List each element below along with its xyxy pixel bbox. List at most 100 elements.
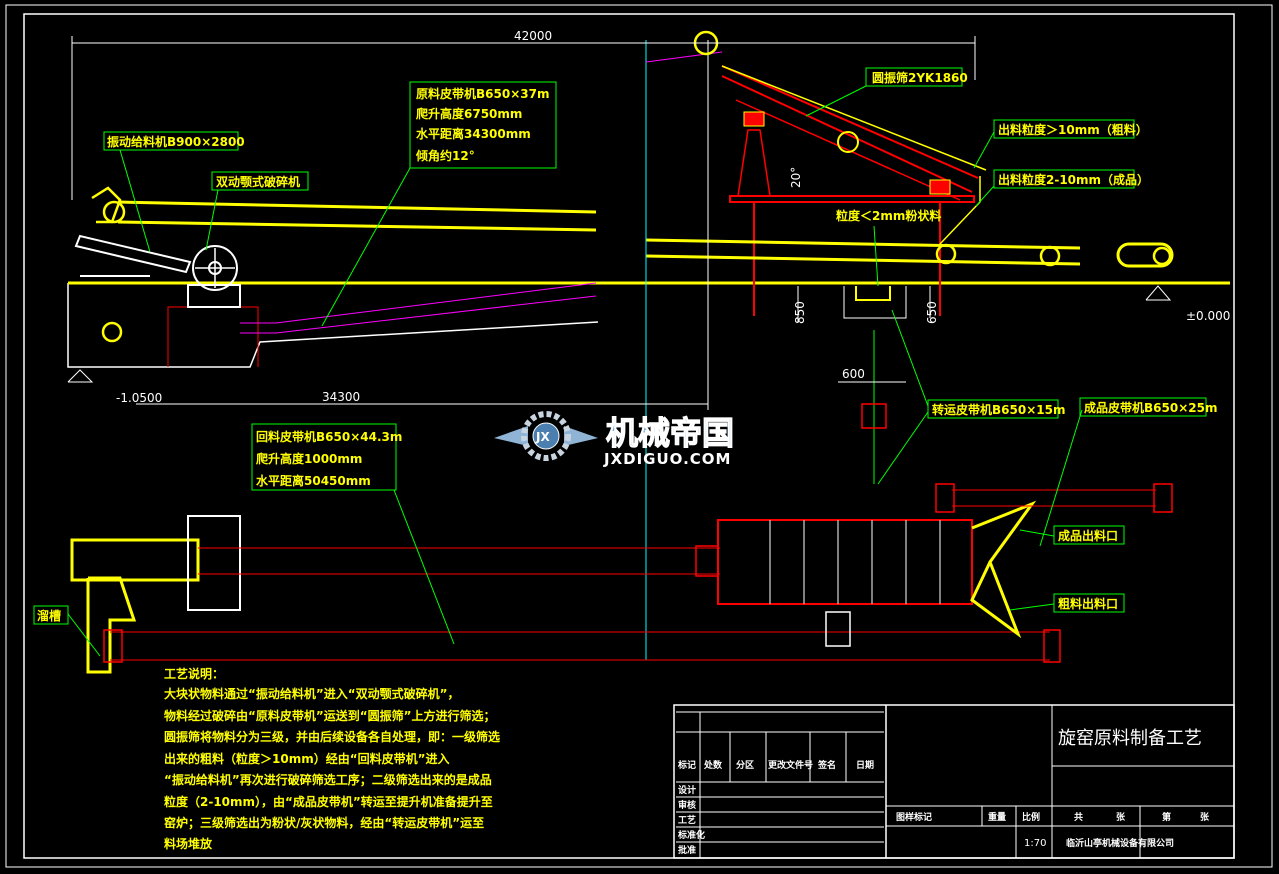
wing-icon [564,426,598,446]
screen-deck-3 [735,99,961,201]
level-mark-left [67,369,94,383]
notes-line-1: 大块状物料通过“振动给料机”进入“双动颚式破碎机”， [164,686,460,701]
notes-heading: 工艺说明： [164,666,224,681]
tb-header-5: 日期 [856,759,874,771]
tb-mid-2: 比例 [1022,811,1040,823]
watermark: JX 机械帝国 JXDIGUO.COM [494,411,735,468]
plan-product-box-2 [1153,483,1173,513]
tb-right-2: 第 [1162,811,1171,823]
leaders [67,85,1083,657]
tb-header-4: 签名 [817,759,836,771]
label-box-raw-belt [409,81,557,169]
plan-feed-box [695,545,719,577]
plan-outlets [970,500,1037,639]
tail-pulley [101,321,123,343]
level-text-zero: ±0.000 [1186,309,1230,323]
label-fines: 粒度＜2mm粉状料 [836,208,941,223]
notes-line-2: 物料经过破碎由“原料皮带机”运送到“圆振筛”上方进行筛选； [164,708,496,723]
wing-icon [494,426,528,446]
tb-mid-0: 图样标记 [896,811,932,823]
label-return-belt-2: 爬升高度1000mm [255,451,362,466]
plan-return-head [103,629,123,663]
inner-frame [23,13,1235,859]
label-raw-belt-2: 爬升高度6750mm [415,106,522,121]
product-belt-elev [1116,242,1174,268]
label-box-crusher [211,171,309,191]
notes-line-6: 粒度（2-10mm），由“成品皮带机”转运至提升机准备提升至 [164,794,493,809]
head-pulley [102,200,126,224]
plan-top-box [861,403,887,429]
label-box-product-outlet [1053,525,1125,545]
label-raw-belt-1: 原料皮带机B650×37m [416,86,549,101]
return-belt-elev-2 [240,295,597,334]
truss-left [737,129,771,197]
plan-crusher [187,515,241,611]
label-crusher: 双动颚式破碎机 [216,174,300,189]
tb-row-3: 标准化 [677,829,705,841]
dim-text-42000: 42000 [514,29,552,43]
plan-product-box [935,483,955,513]
tb-header-3: 更改文件号 [768,759,813,771]
belt-pulley-1 [935,243,957,265]
label-chute: 溜槽 [37,608,61,623]
outer-frame [5,4,1273,868]
label-box-chute [33,605,69,625]
label-product-out: 出料粒度2-10mm（成品） [998,172,1149,187]
label-return-belt-1: 回料皮带机B650×44.3m [256,429,402,444]
watermark-badge: JX [535,430,550,444]
notes-line-4: 出来的粗料（粒度＞10mm）经由“回料皮带机”进入 [164,751,449,766]
tb-right-1: 张 [1116,811,1126,823]
tb-row-1: 审核 [678,799,696,811]
dim-text-850: 850 [793,301,807,324]
watermark-url: JXDIGUO.COM [603,450,731,468]
label-box-coarse-outlet [1053,593,1125,613]
belt-pulley-3 [1152,246,1172,266]
label-box-return-belt [251,423,397,491]
label-box-transfer [927,399,1059,419]
fines-hopper [855,286,891,301]
transfer-belt-bottom [645,254,1081,266]
transfer-belt-top [645,238,1081,250]
spring-support-2 [929,179,951,195]
title-block [673,704,1235,859]
crusher-body [187,284,241,308]
tb-header-2: 分区 [736,759,754,771]
tb-row-4: 批准 [678,844,696,856]
label-screen: 圆振筛2YK1860 [872,70,968,85]
return-belt-elev [240,282,597,324]
foundation-pit [167,306,259,367]
label-box-product-belt [1079,397,1207,417]
watermark-name: 机械帝国 [606,414,734,452]
dim-text-600: 600 [842,367,865,381]
label-box-coarse [993,119,1135,139]
foundation-slab [67,283,599,368]
plan-return-tail [1043,629,1061,663]
tb-scale: 1:70 [1024,838,1046,849]
label-box-screen [865,67,963,87]
label-product-belt: 成品皮带机B650×25m [1084,400,1217,415]
tb-right-3: 张 [1200,811,1210,823]
notes-line-3: 圆振筛将物料分为三级，并由后续设备各自处理，即：一级筛选 [164,729,500,744]
plan-screen [717,519,973,605]
tb-mid-1: 重量 [988,811,1006,823]
gear-icon [521,411,571,461]
label-transfer-belt: 转运皮带机B650×15m [932,402,1065,417]
label-product-outlet: 成品出料口 [1058,528,1118,543]
dim-text-650: 650 [925,301,939,324]
screen-platform [729,195,975,203]
plan-transfer-box [825,611,851,647]
gear-hub-icon [532,422,560,450]
notes-line-5: “振动给料机”再次进行破碎筛选工序；二级筛选出来的是成品 [164,772,492,787]
level-mark-right [1145,285,1172,301]
dim-text-angle: 20° [789,167,803,188]
plan-feeder [70,538,200,582]
feeder-hopper [91,186,122,224]
tb-row-2: 工艺 [678,814,696,826]
screen-deck-2 [721,75,973,193]
crusher-wheel [192,245,238,291]
drawing-title: 旋窑原料制备工艺 [1058,728,1202,749]
spring-support-1 [743,111,765,127]
level-text-low: -1.0500 [116,391,162,405]
tb-header-1: 处数 [703,759,723,771]
